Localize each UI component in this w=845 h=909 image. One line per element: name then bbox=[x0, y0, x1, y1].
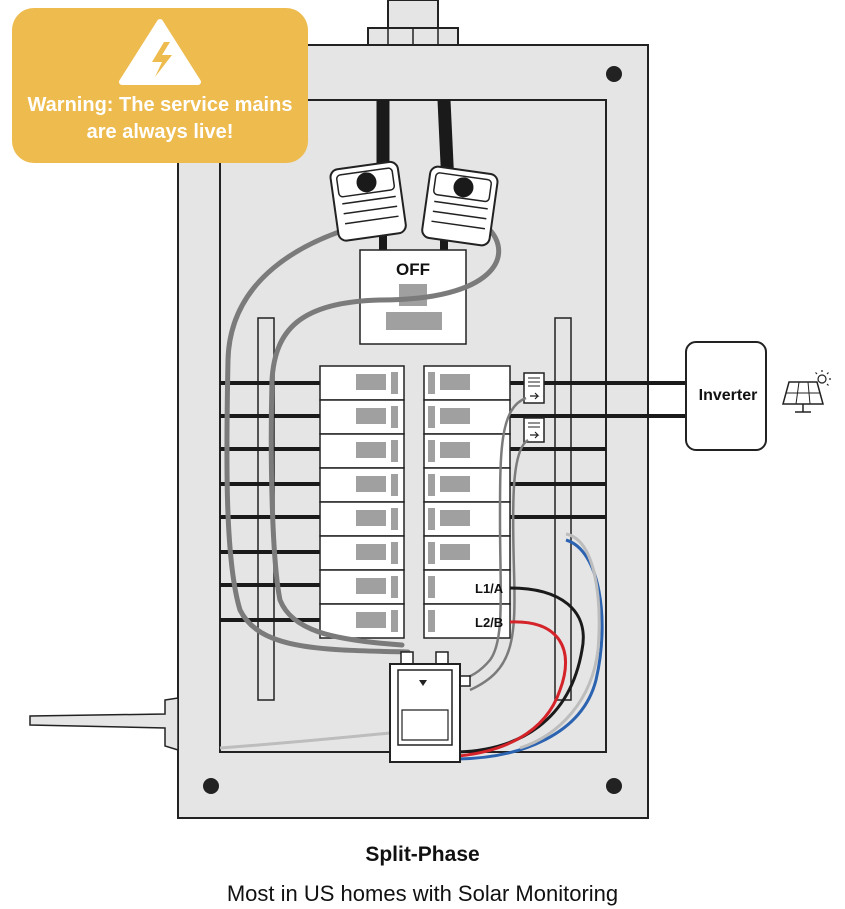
screw bbox=[203, 778, 219, 794]
neutral-bus-right bbox=[554, 317, 572, 701]
ct-clamp-l1 bbox=[329, 160, 407, 242]
energy-monitor-device bbox=[389, 651, 471, 763]
inverter-ct-cables bbox=[457, 396, 529, 692]
caption-title: Split-Phase bbox=[365, 843, 480, 866]
ct-sensor-cables bbox=[224, 219, 502, 655]
neutral-wire bbox=[219, 731, 391, 750]
ct-clamp-l2 bbox=[421, 165, 499, 247]
inverter-label: Inverter bbox=[699, 387, 758, 404]
breaker-l2-label: L2/B bbox=[475, 615, 503, 630]
breaker-l1-label: L1/A bbox=[475, 581, 504, 596]
inverter-lines bbox=[606, 381, 686, 418]
solar-panel-icon bbox=[782, 370, 831, 413]
caption-subtitle: Most in US homes with Solar Monitoring bbox=[226, 881, 619, 906]
warning-text: Warning: The service mains are always li… bbox=[27, 94, 293, 143]
screw bbox=[606, 778, 622, 794]
wire-l2-red bbox=[457, 620, 568, 758]
wire-neutral-white bbox=[519, 532, 601, 750]
breakers-left bbox=[319, 365, 405, 639]
warning-callout: Warning: The service mains are always li… bbox=[12, 8, 308, 163]
breakers-right bbox=[423, 365, 511, 639]
main-switch-label: OFF bbox=[396, 260, 430, 279]
conduit-fitting bbox=[367, 0, 459, 47]
inverter-ct-clamps bbox=[523, 372, 545, 443]
ground-probe bbox=[29, 697, 179, 752]
high-voltage-icon bbox=[119, 19, 201, 85]
screw bbox=[606, 66, 622, 82]
inverter-box bbox=[685, 341, 767, 451]
